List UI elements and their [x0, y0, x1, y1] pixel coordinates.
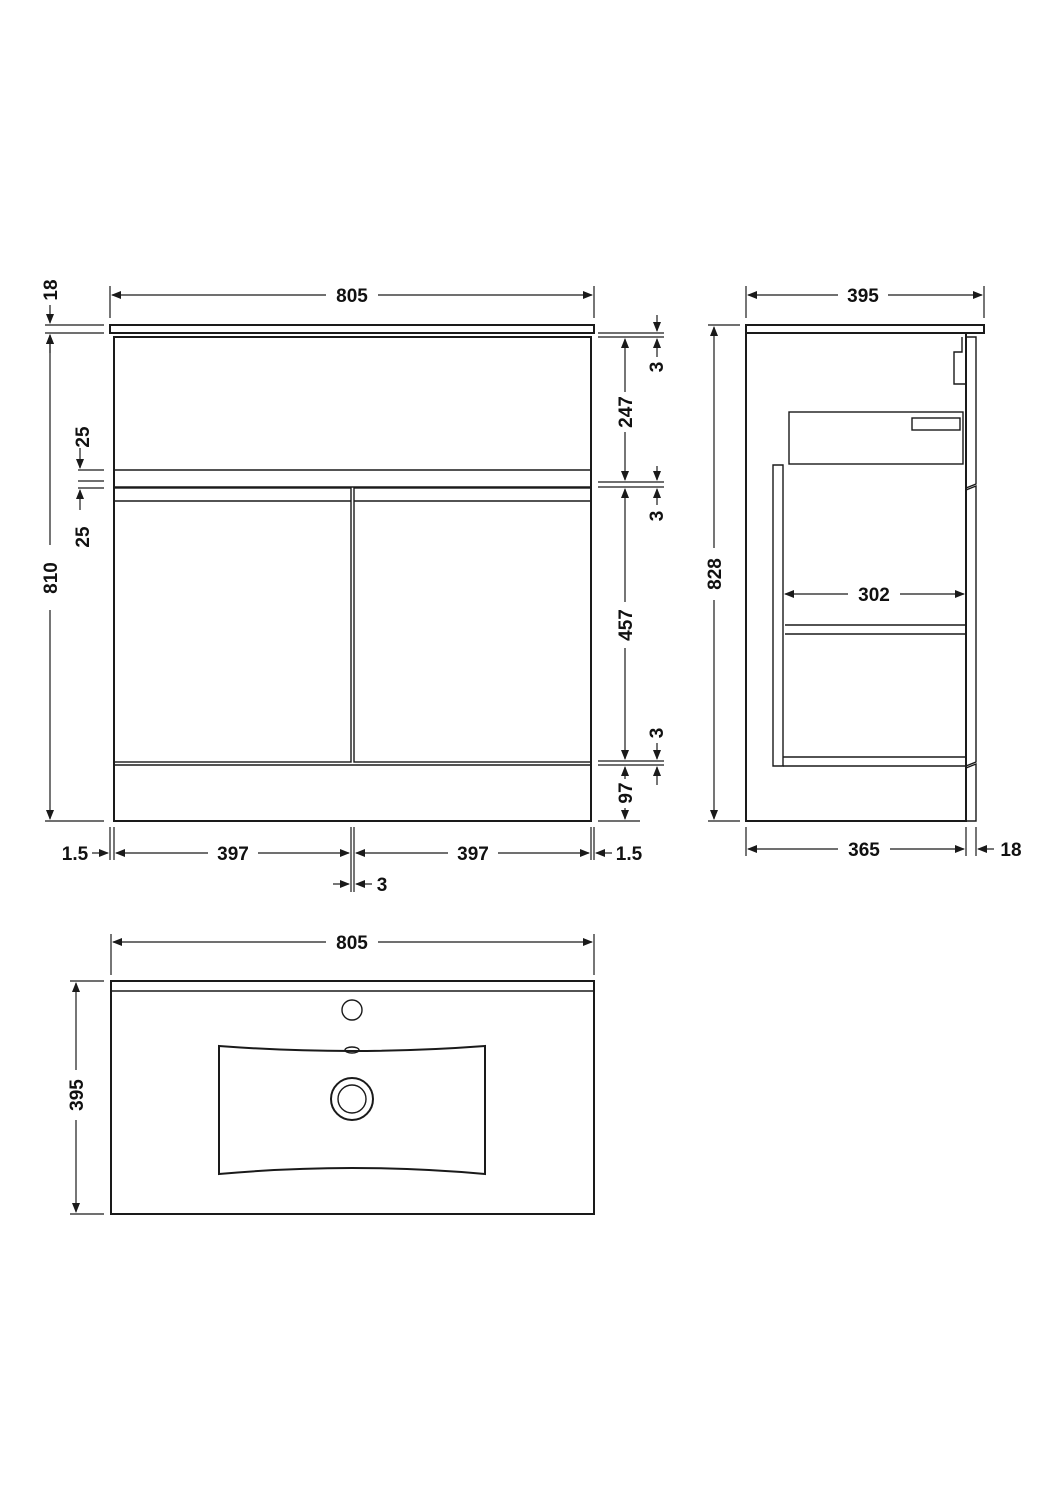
side-carcass — [745, 332, 967, 822]
dim-label: 395 — [847, 286, 879, 307]
right-door — [353, 487, 592, 763]
side-box-slot — [911, 417, 961, 431]
front-worktop — [109, 324, 595, 334]
dim-label: 3 — [647, 728, 668, 739]
dim-front-bottom-chain: 1.5 397 397 1.5 3 — [62, 827, 643, 896]
dim-side-height: 828 — [705, 324, 740, 822]
dim-label: 3 — [647, 511, 668, 522]
dim-label: 397 — [217, 844, 249, 865]
waste-outer-icon — [330, 1077, 374, 1121]
overflow-icon — [344, 1046, 360, 1054]
dim-front-width: 805 — [109, 286, 595, 318]
dim-rails: 25 25 — [73, 426, 104, 548]
side-inner-rail — [772, 464, 784, 767]
tap-hole-icon — [341, 999, 363, 1021]
dim-front-height: 810 — [41, 334, 104, 822]
dim-front-right-chain: 3 247 3 457 3 97 — [598, 315, 668, 822]
dim-label: 3 — [377, 875, 388, 896]
dim-label: 828 — [705, 558, 726, 590]
dim-side-depth: 395 — [745, 286, 985, 318]
dim-side-internal: 302 — [784, 585, 965, 606]
plan-view — [110, 980, 595, 1215]
basin-bowl — [218, 1044, 486, 1176]
dim-plan-depth: 395 — [67, 980, 104, 1215]
dim-label: 247 — [616, 396, 637, 428]
front-view — [109, 324, 595, 822]
dim-label: 18 — [1000, 840, 1021, 861]
dim-label: 395 — [67, 1079, 88, 1111]
waste-inner-icon — [337, 1084, 367, 1114]
dim-label: 365 — [848, 840, 880, 861]
dim-label: 810 — [41, 562, 62, 594]
dim-label: 25 — [73, 426, 94, 448]
side-door-profile — [965, 336, 977, 822]
dim-label: 25 — [73, 526, 94, 548]
dim-side-bottom: 365 18 — [745, 827, 1022, 861]
dim-label: 457 — [616, 609, 637, 641]
basin-outline — [110, 980, 595, 1215]
side-view — [745, 324, 985, 822]
dim-label: 397 — [457, 844, 489, 865]
dim-plan-width: 805 — [110, 933, 595, 975]
dim-label: 97 — [616, 782, 637, 803]
front-carcass — [113, 336, 592, 822]
dim-label: 805 — [336, 286, 368, 307]
dim-label: 1.5 — [62, 844, 89, 865]
dim-label: 805 — [336, 933, 368, 954]
dim-label: 18 — [41, 279, 62, 300]
side-worktop — [745, 324, 985, 334]
left-door — [113, 487, 352, 763]
dim-label: 1.5 — [616, 844, 643, 865]
side-basin-profile — [953, 337, 966, 385]
side-top-box — [788, 411, 964, 465]
dim-label: 302 — [858, 585, 890, 606]
dim-label: 3 — [647, 362, 668, 373]
